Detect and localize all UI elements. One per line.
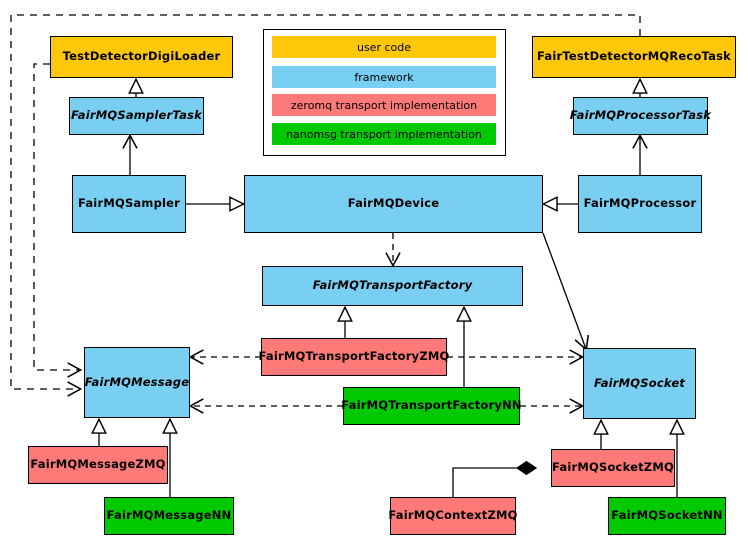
class-box-fair-mq-socket[interactable]: FairMQSocket — [583, 348, 696, 419]
class-box-fair-mq-sampler-task[interactable]: FairMQSamplerTask — [69, 97, 204, 135]
class-box-fair-mq-socket-zmq[interactable]: FairMQSocketZMQ — [551, 449, 675, 487]
class-box-fair-mq-socket-nn[interactable]: FairMQSocketNN — [608, 497, 726, 535]
class-box-fair-mq-message-zmq[interactable]: FairMQMessageZMQ — [28, 446, 168, 484]
class-box-fair-mq-transport-factory[interactable]: FairMQTransportFactory — [262, 266, 523, 306]
class-box-fair-mq-message[interactable]: FairMQMessage — [84, 347, 190, 418]
class-box-fair-test-detector-mq-reco-task[interactable]: FairTestDetectorMQRecoTask — [532, 36, 736, 78]
class-box-fair-mq-message-nn[interactable]: FairMQMessageNN — [104, 497, 234, 535]
edge-digiloader-to-message — [33, 63, 80, 370]
legend-swatch-framework: framework — [272, 66, 496, 88]
legend-swatch-zeromq: zeromq transport implementation — [272, 94, 496, 116]
legend-swatch-user-code: user code — [272, 36, 496, 58]
class-box-fair-mq-device[interactable]: FairMQDevice — [244, 175, 543, 233]
class-box-test-detector-digi-loader[interactable]: TestDetectorDigiLoader — [50, 36, 233, 78]
edge-device-to-socket — [542, 232, 586, 349]
legend-swatch-nanomsg: nanomsg transport implementation — [272, 123, 496, 145]
edge-contextzmq-to-socketzmq — [452, 468, 536, 497]
edge-recotask-to-message — [10, 14, 641, 389]
class-box-fair-mq-processor-task[interactable]: FairMQProcessorTask — [570, 97, 711, 135]
class-box-fair-mq-processor[interactable]: FairMQProcessor — [578, 175, 702, 233]
class-box-fair-mq-transport-factory-zmq[interactable]: FairMQTransportFactoryZMQ — [259, 338, 449, 376]
class-box-fair-mq-transport-factory-nn[interactable]: FairMQTransportFactoryNN — [341, 387, 522, 425]
class-box-fair-mq-sampler[interactable]: FairMQSampler — [72, 175, 186, 233]
class-box-fair-mq-context-zmq[interactable]: FairMQContextZMQ — [388, 497, 517, 535]
